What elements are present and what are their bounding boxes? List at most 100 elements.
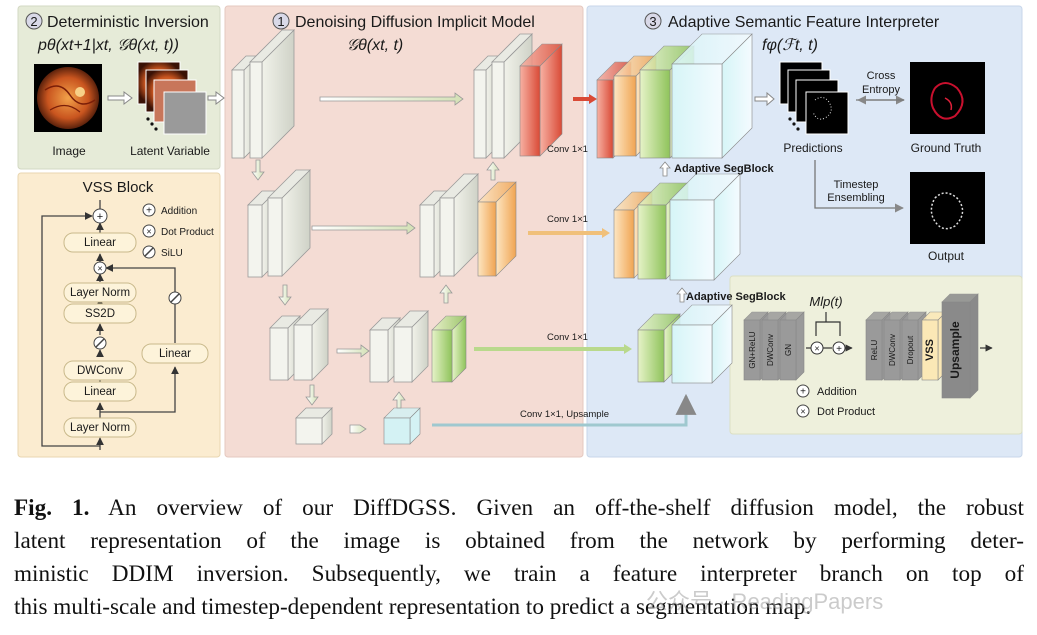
bottleneck-feature: [383, 407, 421, 445]
caption-prefix: Fig. 1.: [14, 495, 90, 521]
cross-entropy-label: Cross: [867, 70, 896, 82]
segblock-layer-label: GN+ReLU: [748, 331, 757, 368]
segblock-label-1: Adaptive SegBlock: [674, 163, 775, 175]
latent-variable-label: Latent Variable: [130, 144, 210, 158]
predictions-label: Predictions: [783, 141, 842, 155]
inversion-to-ddim-arrow: [207, 91, 225, 105]
decoder-block: [393, 310, 429, 383]
segblock-label-2: Adaptive SegBlock: [686, 291, 787, 303]
diffdgss-figure: 2 Deterministic Inversion pθ(xt+1|xt, 𝒢θ…: [17, 5, 1023, 458]
decoder-feature-orange: [477, 181, 517, 277]
ground-truth-image: [910, 62, 985, 134]
svg-text:Adaptive Semantic Feature Inte: Adaptive Semantic Feature Interpreter: [668, 14, 940, 31]
svg-text:+: +: [836, 344, 842, 355]
conv-label-3: Conv 1×1: [547, 332, 588, 343]
svg-text:Linear: Linear: [159, 348, 191, 360]
skip-arrows: [432, 94, 697, 427]
svg-text:Deterministic Inversion: Deterministic Inversion: [47, 14, 209, 31]
silu-icon: [168, 291, 182, 305]
ddim-feature-blocks: [231, 29, 563, 445]
image-to-latent-arrow: [107, 91, 133, 105]
inversion-formula: pθ(xt+1|xt, 𝒢θ(xt, t)): [37, 37, 179, 54]
vss-dwconv: [63, 360, 137, 381]
svg-text:Addition: Addition: [161, 206, 197, 217]
mlp-dot-node: ×: [810, 341, 824, 355]
conv-label-1: Conv 1×1: [547, 144, 588, 155]
svg-text:+: +: [146, 206, 152, 217]
ddim-formula: 𝒢θ(xt, t): [347, 37, 404, 54]
conv-label-2: Conv 1×1: [547, 214, 588, 225]
silu-icon: [93, 336, 107, 350]
svg-text:Layer Norm: Layer Norm: [70, 422, 130, 434]
svg-text:Dot Product: Dot Product: [817, 406, 875, 418]
vss-layer-norm-2: [63, 417, 137, 438]
latent-variable-stack: [137, 61, 207, 135]
svg-text:Denoising Diffusion Implicit M: Denoising Diffusion Implicit Model: [295, 14, 535, 31]
interpreter-feature-blocks: [596, 33, 753, 384]
vss-layer-norm-1: [63, 282, 137, 303]
svg-text:+: +: [800, 387, 806, 398]
output-label: Output: [928, 249, 965, 263]
ddim-arrows: [251, 92, 500, 434]
mlp-add-node: +: [832, 341, 846, 355]
caption-line-4: this multi-scale and timestep-dependent …: [14, 594, 812, 620]
interpreter-formula: fφ(ℱt, t): [762, 37, 818, 54]
svg-text:×: ×: [814, 344, 819, 354]
vss-linear-top: [63, 232, 137, 253]
segblock-layer-label: Dropout: [906, 335, 915, 364]
conv-upsample-label: Conv 1×1, Upsample: [520, 409, 609, 420]
interp-cyan-block: [669, 173, 741, 281]
timestep-label: Timestep: [834, 179, 879, 191]
watermark: 公众号 · ReadingPapers: [646, 589, 884, 614]
caption-line-1: An overview of our DiffDGSS. Given an of…: [108, 495, 1024, 521]
svg-text:SS2D: SS2D: [85, 308, 115, 320]
vss-linear-mid: [63, 381, 137, 402]
figure-caption: Fig. 1. An overview of our DiffDGSS. Giv…: [14, 492, 1024, 624]
svg-text:×: ×: [146, 227, 151, 237]
svg-text:Linear: Linear: [84, 237, 116, 249]
ensembling-label: Ensembling: [827, 192, 884, 204]
svg-text:Dot Product: Dot Product: [161, 227, 214, 238]
segblock-layer-label: DWConv: [766, 334, 775, 366]
segblock-legend: + Addition × Dot Product: [796, 384, 875, 418]
svg-text:Linear: Linear: [84, 386, 116, 398]
vss-linear-side: [141, 343, 209, 364]
svg-text:Layer Norm: Layer Norm: [70, 287, 130, 299]
svg-text:Addition: Addition: [817, 386, 857, 398]
svg-text:+: +: [97, 211, 103, 223]
segblock-layer-label: VSS: [924, 339, 936, 361]
encoder-block: [267, 169, 311, 277]
vss-block-title: VSS Block: [83, 179, 154, 196]
caption-line-2: latent representation of the image is ob…: [14, 528, 1024, 554]
mlp-label: Mlp(t): [809, 294, 842, 309]
ddim-title: 1 Denoising Diffusion Implicit Model: [272, 12, 535, 31]
cross-entropy-label-2: Entropy: [862, 84, 900, 96]
ground-truth-label: Ground Truth: [911, 141, 982, 155]
timestep-ensembling-arrow: [814, 160, 904, 213]
vss-legend: + Addition × Dot Product SiLU: [142, 203, 214, 259]
image-label: Image: [52, 144, 86, 158]
svg-text:3: 3: [649, 14, 656, 29]
segblock-layer: [779, 311, 805, 381]
vss-flow: [41, 200, 179, 450]
segblock-layer-label: GN: [784, 344, 793, 356]
encoder-block: [249, 29, 295, 159]
output-image: [910, 172, 985, 244]
svg-text:DWConv: DWConv: [77, 365, 123, 377]
svg-text:×: ×: [97, 264, 102, 274]
decoder-feature-green: [431, 315, 467, 383]
decoder-block: [439, 173, 479, 277]
interp-cyan-block: [671, 33, 753, 159]
decoder-feature-red: [519, 43, 563, 157]
svg-text:1: 1: [277, 14, 284, 29]
fundus-image: [34, 64, 102, 132]
interp-cyan-block: [671, 304, 733, 384]
encoder-block: [293, 308, 329, 381]
vss-add-node: +: [92, 208, 108, 224]
segblock-layer-label: ReLU: [870, 340, 879, 361]
segblock-arrows: [659, 161, 688, 303]
segblock-layer-label: DWConv: [888, 334, 897, 366]
bottleneck-block: [295, 407, 333, 445]
predictions-stack: [779, 61, 849, 135]
interpreter-title: 3 Adaptive Semantic Feature Interpreter: [644, 12, 940, 31]
